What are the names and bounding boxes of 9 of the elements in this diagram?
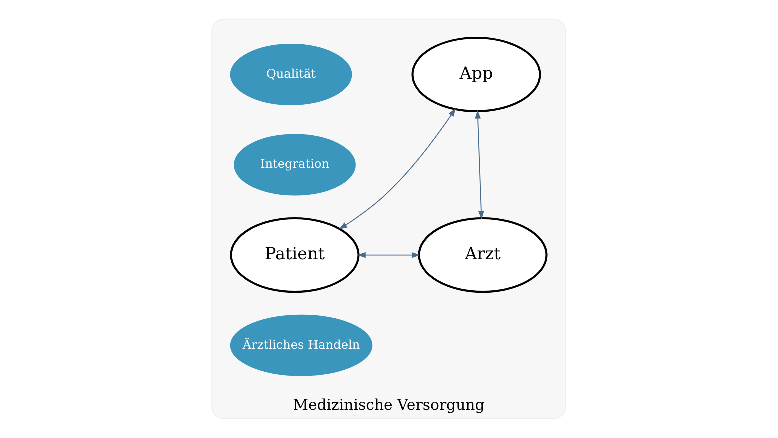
arrow — [339, 108, 456, 230]
node-ellipse: Patient — [230, 218, 360, 294]
arrow — [357, 252, 420, 258]
node-ellipse: Qualität — [230, 44, 352, 106]
arrow — [475, 110, 484, 220]
node-ellipse: Ärztliches Handeln — [230, 314, 373, 376]
node-ellipse: App — [412, 36, 542, 113]
node-ellipse: Integration — [234, 134, 356, 196]
node-ellipse: Arzt — [418, 218, 548, 294]
